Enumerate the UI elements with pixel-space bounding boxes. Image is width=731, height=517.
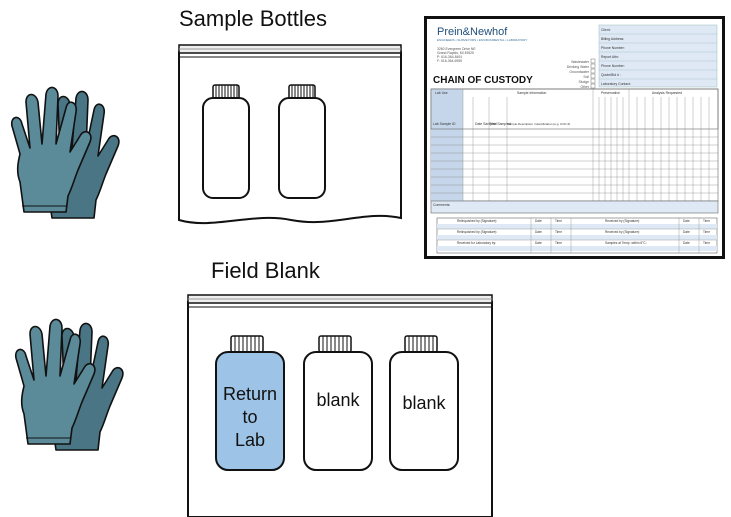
form-title: CHAIN OF CUSTODY (433, 75, 533, 86)
column-header: Date Sampled (475, 122, 497, 126)
brand-logo: Prein&Newhof (437, 26, 508, 38)
sample-bottles-bag (178, 44, 402, 225)
form-field-label: Client: (601, 28, 611, 32)
address-line: F: 616-364-6955 (437, 59, 462, 63)
signature-label: Date (683, 241, 690, 245)
signature-label: Time (555, 241, 562, 245)
signature-label: Time (703, 230, 710, 234)
form-grid (431, 89, 718, 201)
bottle-label-line: blank (316, 390, 360, 410)
matrix-option: Drinking Water (567, 65, 590, 69)
signature-label: Time (555, 230, 562, 234)
address-line: 3260 Evergreen Drive NE (437, 47, 476, 51)
matrix-option: Wastewater (571, 60, 590, 64)
signature-label: Received by (Signature): (605, 230, 640, 234)
glove-pair-icon (14, 318, 124, 451)
blank-bottle: blank (303, 335, 373, 471)
bottle-icon (278, 84, 326, 199)
signature-label: Relinquished by (Signature): (457, 219, 497, 223)
signature-label: Received by (Signature): (605, 219, 640, 223)
signature-label: Time (555, 219, 562, 223)
matrix-option: Sludge (578, 80, 589, 84)
bottle-label-line: Lab (235, 430, 265, 450)
signature-label: Date (535, 241, 542, 245)
form-field-label: Billing Address: (601, 37, 624, 41)
form-field-label: Report Attn: (601, 55, 619, 59)
bottle-icon (202, 84, 250, 199)
chain-of-custody-form: Prein&Newhof ENGINEERS ▪ SURVEYORS ▪ ENV… (424, 16, 725, 259)
signature-label: Date (683, 230, 690, 234)
bottle-icon (215, 351, 285, 471)
column-header: Time Sampled (489, 122, 511, 126)
matrix-option: Groundwater (569, 70, 589, 74)
section-header: Analysis Requested (652, 91, 682, 95)
field-blank-bag: Return to Lab blank blank (187, 294, 493, 517)
signature-label: Relinquished by (Signature): (457, 230, 497, 234)
bottle-label-line: to (242, 407, 257, 427)
glove-pair-icon (10, 86, 120, 219)
bottle-label-line: Return (223, 384, 277, 404)
front-glove (10, 86, 92, 213)
comments-label: Comments: (433, 203, 450, 207)
address-line: P: 616-364-8491 (437, 55, 462, 59)
signature-label: Date (535, 219, 542, 223)
section-header: Preservative (601, 91, 620, 95)
matrix-option: Other (581, 85, 590, 89)
return-to-lab-bottle: Return to Lab (215, 335, 285, 471)
signature-label: Date (535, 230, 542, 234)
bottle-icon (303, 351, 373, 471)
sample-bottles-heading: Sample Bottles (179, 6, 327, 31)
form-field-label: Quote/Bid # : (601, 73, 621, 77)
brand-tagline: ENGINEERS ▪ SURVEYORS ▪ ENVIRONMENTAL ▪ … (437, 38, 527, 42)
signature-label: Samples at Temp. within 6°C: (605, 241, 647, 245)
bottle-label-line: blank (402, 393, 446, 413)
form-field-label: Laboratory Contact: (601, 82, 631, 86)
signature-label: Time (703, 241, 710, 245)
matrix-option: Soil (583, 75, 589, 79)
blank-bottle: blank (389, 335, 459, 471)
signature-label: Date (683, 219, 690, 223)
form-field-label: Phone Number: (601, 46, 625, 50)
field-blank-heading: Field Blank (211, 258, 320, 283)
document-icon: Prein&Newhof ENGINEERS ▪ SURVEYORS ▪ ENV… (430, 24, 719, 254)
front-glove (14, 318, 96, 445)
bottle-icon (389, 351, 459, 471)
address-line: Grand Rapids, MI 49525 (437, 51, 474, 55)
signature-label: Received for Laboratory by: (457, 241, 496, 245)
form-field-label: Phone Number: (601, 64, 625, 68)
column-header: Lab Sample ID (433, 122, 456, 126)
section-header: Lab Use (435, 91, 448, 95)
section-header: Sample Information (517, 91, 547, 95)
signature-label: Time (703, 219, 710, 223)
column-header: Sample Description / Identification (e.g… (507, 122, 570, 126)
